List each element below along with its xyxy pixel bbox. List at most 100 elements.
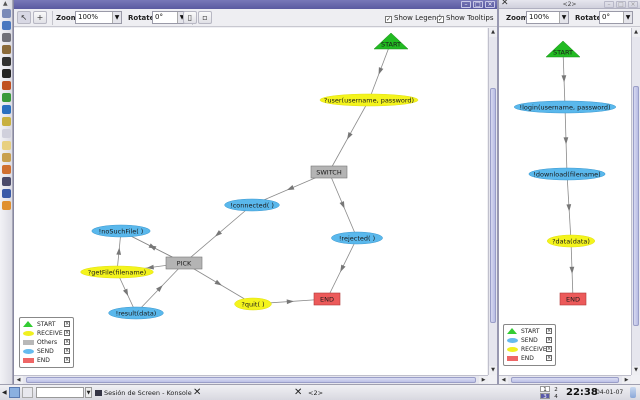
scroll-thumb[interactable]	[633, 86, 639, 326]
legend-toggle-checkbox[interactable]: ×	[64, 357, 70, 363]
settings-icon[interactable]	[2, 153, 11, 162]
clipboard-icon[interactable]	[22, 387, 33, 398]
page-zoom-button[interactable]: ▫	[198, 11, 212, 24]
state-node-getfile[interactable]: ?getFile(filename)	[80, 265, 154, 279]
state-node-start[interactable]: START	[545, 40, 581, 58]
chevron-down-icon[interactable]: ▼	[85, 387, 92, 398]
state-node-connected[interactable]: !connected( )	[224, 198, 280, 212]
printer-icon[interactable]	[2, 33, 11, 42]
state-node-pick[interactable]: PICK	[165, 256, 203, 270]
graph-canvas-main[interactable]: START ?user(username, password) SWITCH !con…	[14, 28, 487, 375]
browser-icon[interactable]	[2, 105, 11, 114]
network-icon[interactable]	[2, 189, 11, 198]
scroll-right-icon[interactable]: ▶	[622, 376, 631, 384]
close-button[interactable]: ×	[485, 1, 495, 8]
scroll-up-icon[interactable]: ▲	[632, 28, 640, 37]
maximize-button[interactable]: □	[473, 1, 483, 8]
taskbar-scroll-left-icon[interactable]: ◀	[2, 389, 7, 396]
close-button[interactable]: ×	[628, 1, 638, 8]
legend-toggle-checkbox[interactable]: ×	[64, 321, 70, 327]
legend-toggle-checkbox[interactable]: ×	[546, 337, 552, 343]
show-tooltips-checkbox[interactable]: ✓Show Tooltips	[437, 14, 494, 23]
show-desktop-icon[interactable]	[9, 387, 20, 398]
rotate-select[interactable]: 0° ▼	[599, 11, 633, 24]
state-node-data[interactable]: ?data(data)	[546, 234, 596, 248]
legend-toggle-checkbox[interactable]: ×	[546, 328, 552, 334]
editor-icon[interactable]	[2, 117, 11, 126]
flame-icon[interactable]	[2, 201, 11, 210]
legend-toggle-checkbox[interactable]: ×	[546, 346, 552, 352]
notes-icon[interactable]	[2, 141, 11, 150]
taskbar-item-konsole[interactable]: Sesión de Screen - Konsole	[95, 387, 192, 399]
mail-icon[interactable]	[2, 81, 11, 90]
secondary-horizontal-scrollbar[interactable]: ◀ ▶	[499, 375, 631, 384]
run-command-input[interactable]	[36, 387, 84, 398]
state-node-switch[interactable]: SWITCH	[310, 165, 348, 179]
tux-icon[interactable]	[2, 69, 11, 78]
taskbar-item-2[interactable]: <2>	[308, 389, 324, 397]
legend-toggle-checkbox[interactable]: ×	[64, 348, 70, 354]
dock-scroll-up-icon[interactable]: ▲	[3, 0, 8, 7]
zoom-select[interactable]: 100% ▼	[75, 11, 122, 24]
scroll-left-icon[interactable]: ◀	[499, 376, 508, 384]
terminal-icon[interactable]	[2, 57, 11, 66]
list-icon[interactable]	[2, 177, 11, 186]
close-icon[interactable]: ✕	[501, 0, 509, 8]
state-node-user[interactable]: ?user(username, password)	[319, 93, 419, 107]
secondary-titlebar[interactable]: ✕ <2> – □ ×	[499, 0, 640, 9]
pager-desktop-3[interactable]: 3	[540, 393, 550, 400]
arrow-head-icon	[569, 266, 575, 274]
main-titlebar[interactable]: – □ ×	[14, 0, 497, 9]
state-node-rejected[interactable]: !rejected( )	[331, 231, 383, 245]
secondary-vertical-scrollbar[interactable]: ▲ ▼	[631, 28, 640, 375]
desktop-icon[interactable]	[2, 9, 11, 18]
scroll-up-icon[interactable]: ▲	[489, 28, 497, 37]
state-node-nosuchfile[interactable]: !noSuchFile( )	[91, 224, 151, 238]
office-icon[interactable]	[2, 93, 11, 102]
state-node-result[interactable]: !result(data)	[108, 306, 164, 320]
scroll-thumb[interactable]	[511, 377, 619, 383]
graph-canvas-secondary[interactable]: START !login(username, password) !download…	[499, 28, 631, 375]
show-legend-checkbox[interactable]: ✓Show Legend	[385, 14, 441, 23]
tray-icon[interactable]	[630, 387, 636, 398]
state-node-login[interactable]: !login(username, password)	[513, 100, 617, 114]
state-node-end[interactable]: END	[313, 292, 341, 306]
state-node-end[interactable]: END	[559, 292, 587, 306]
pager-desktop-4[interactable]: 4	[554, 394, 558, 400]
arrow-head-icon	[286, 299, 294, 305]
maximize-button[interactable]: □	[616, 1, 626, 8]
scroll-thumb[interactable]	[26, 377, 476, 383]
page-button[interactable]: ▯	[183, 11, 197, 24]
scroll-left-icon[interactable]: ◀	[14, 376, 23, 384]
user-icon[interactable]	[2, 165, 11, 174]
close-icon[interactable]: ✕	[193, 387, 202, 398]
date: 04-01-07	[596, 389, 624, 396]
arrow-head-icon	[561, 75, 567, 83]
state-node-start[interactable]: START	[373, 32, 409, 50]
rotate-select[interactable]: 0° ▼	[152, 11, 187, 24]
pager-desktop-1[interactable]: 1	[540, 386, 550, 393]
zoom-select[interactable]: 100% ▼	[526, 11, 569, 24]
main-horizontal-scrollbar[interactable]: ◀ ▶	[14, 375, 488, 384]
select-tool-button[interactable]: ↖	[17, 11, 31, 24]
legend-toggle-checkbox[interactable]: ×	[546, 355, 552, 361]
scroll-thumb[interactable]	[490, 88, 496, 323]
state-node-download[interactable]: !download(filename)	[528, 167, 606, 181]
legend-toggle-checkbox[interactable]: ×	[64, 330, 70, 336]
minimize-button[interactable]: –	[461, 1, 471, 8]
minimize-button[interactable]: –	[604, 1, 614, 8]
close-icon[interactable]: ✕	[294, 387, 303, 398]
scroll-right-icon[interactable]: ▶	[479, 376, 488, 384]
add-node-button[interactable]: +	[33, 11, 47, 24]
scroll-down-icon[interactable]: ▼	[632, 366, 640, 375]
state-node-quit[interactable]: ?quit( )	[234, 297, 272, 311]
clock[interactable]: 22:38	[566, 387, 598, 398]
main-vertical-scrollbar[interactable]: ▲ ▼	[488, 28, 497, 375]
globe-icon[interactable]	[2, 45, 11, 54]
window-icon[interactable]	[2, 129, 11, 138]
pager-desktop-2[interactable]: 2	[554, 387, 558, 393]
home-folder-icon[interactable]	[2, 21, 11, 30]
scroll-down-icon[interactable]: ▼	[489, 366, 497, 375]
legend-toggle-checkbox[interactable]: ×	[64, 339, 70, 345]
rect-swatch-icon	[507, 356, 518, 361]
